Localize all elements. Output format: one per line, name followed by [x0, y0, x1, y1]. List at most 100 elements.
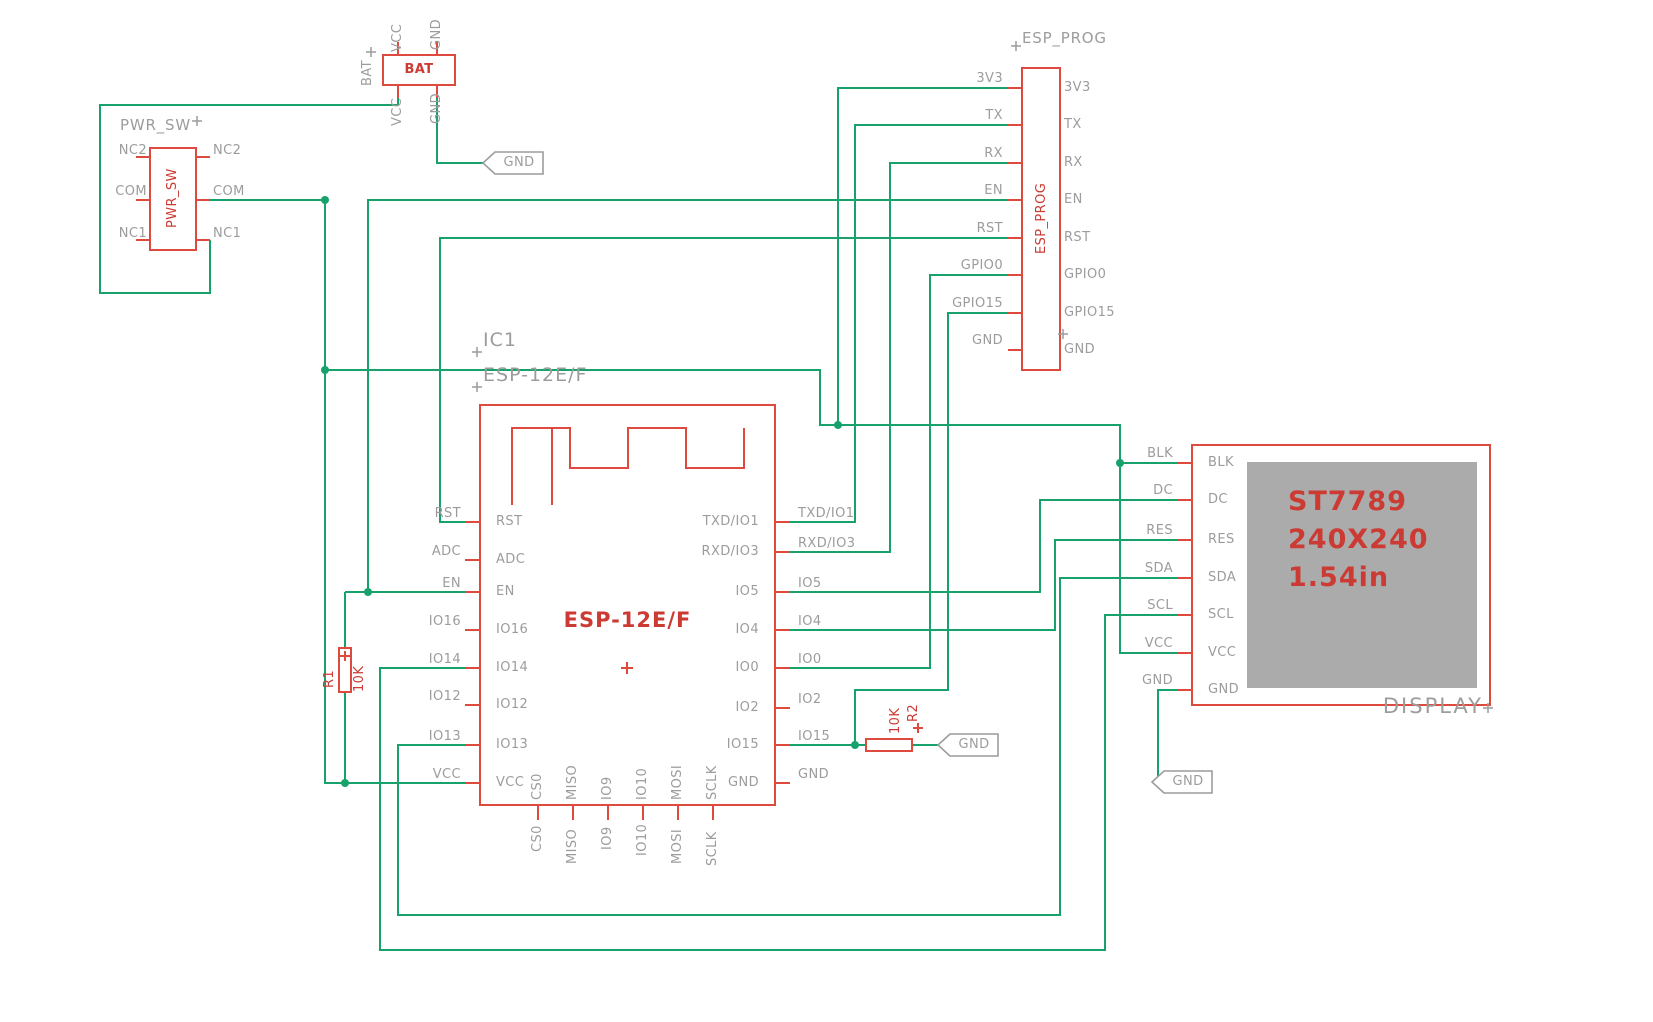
wire-bat-gnd	[436, 98, 483, 164]
display-pin-name: VCC	[1208, 645, 1237, 660]
wire-tx	[790, 124, 1008, 523]
display-body[interactable]	[1191, 444, 1491, 706]
net-label-3v3: 3V3	[976, 71, 1003, 86]
junction-dot	[1116, 459, 1124, 467]
ic1-pin-name: IO0	[735, 660, 759, 675]
ic1-pin-name: RXD/IO3	[701, 544, 759, 559]
ic1-pin-name: SCLK	[705, 765, 720, 800]
net-label-io13: IO13	[428, 729, 461, 744]
gnd-flag-label: GND	[1172, 774, 1204, 789]
net-label-io10: IO10	[635, 823, 650, 856]
gnd-flag-icon	[481, 151, 544, 175]
ic1-component[interactable]	[465, 404, 790, 820]
net-label-res: RES	[1146, 523, 1173, 538]
r2-value: 10K	[888, 707, 903, 734]
wire-bat-vcc	[99, 98, 399, 294]
net-label-io0: IO0	[798, 652, 822, 667]
net-label-txd-io1: TXD/IO1	[798, 506, 855, 521]
display-pin-name: GND	[1208, 682, 1240, 697]
r1-body[interactable]	[338, 647, 352, 693]
ic1-pin-name: IO12	[496, 697, 529, 712]
wire-vcc-main	[324, 200, 465, 784]
junction-dot	[321, 196, 329, 204]
esp-prog-pin-name: GND	[1064, 342, 1096, 357]
net-label-io5: IO5	[798, 576, 822, 591]
gnd-flag-icon	[936, 733, 999, 757]
bat-component[interactable]	[382, 42, 456, 98]
net-label-vcc: VCC	[432, 767, 461, 782]
origin-cross-icon	[1483, 703, 1493, 713]
ic1-pin-name: IO16	[496, 622, 529, 637]
wire-display-gnd	[1152, 689, 1178, 783]
ic1-pin-name: IO14	[496, 660, 529, 675]
ic1-pin-name: IO5	[735, 584, 759, 599]
r2-body[interactable]	[865, 738, 913, 752]
display-screen-line: 1.54in	[1288, 562, 1390, 593]
net-label-io15: IO15	[798, 729, 831, 744]
display-component[interactable]	[1178, 444, 1491, 706]
net-label-mosi: MOSI	[670, 828, 685, 864]
ic1-pin-name: MISO	[565, 764, 580, 800]
ic1-pin-name: EN	[496, 584, 515, 599]
display-pin-name: RES	[1208, 532, 1235, 547]
wire-en-vertical	[367, 199, 1008, 592]
bat-side-label: BAT	[360, 60, 375, 86]
origin-cross-icon	[1058, 329, 1068, 339]
net-label-io2: IO2	[798, 692, 822, 707]
gnd-flags	[481, 151, 1213, 794]
net-label-io12: IO12	[428, 689, 461, 704]
pwr-sw-pin-label: NC2	[213, 143, 242, 158]
r1-component[interactable]	[338, 647, 352, 693]
wire-rx	[790, 162, 1008, 553]
net-label-en: EN	[442, 576, 461, 591]
esp-prog-pin-name: EN	[1064, 192, 1083, 207]
wire-rst	[439, 237, 1008, 523]
net-label-gpio0: GPIO0	[960, 258, 1003, 273]
net-label-gnd: GND	[1141, 673, 1173, 688]
net-label-io9: IO9	[600, 826, 615, 850]
wire-sda	[397, 577, 1178, 916]
r2-ref: R2	[906, 703, 921, 722]
junction-dot	[341, 779, 349, 787]
gnd-flag-icon	[1150, 770, 1213, 794]
r2-origin-cross-icon	[913, 723, 923, 733]
origin-cross-icon	[192, 116, 202, 126]
bat-label: BAT	[404, 62, 434, 77]
esp-prog-pin-name: TX	[1064, 117, 1082, 132]
net-label-blk: BLK	[1147, 446, 1173, 461]
net-label-en: EN	[984, 183, 1003, 198]
junction-dot	[364, 588, 372, 596]
net-label-miso: MISO	[565, 828, 580, 864]
net-label-rst: RST	[434, 506, 461, 521]
bat-pin-label-vcc: VCC	[390, 23, 405, 52]
r2-component[interactable]	[865, 723, 923, 752]
pwr-sw-inner-label: PWR_SW	[165, 168, 180, 228]
display-pin-name: SDA	[1208, 570, 1237, 585]
esp-prog-inner-label: ESP_PROG	[1034, 182, 1049, 254]
esp-prog-body[interactable]	[1021, 67, 1061, 371]
ic1-ref: IC1	[483, 329, 517, 351]
junction-dots	[321, 196, 1124, 787]
ic1-pin-name: TXD/IO1	[702, 514, 759, 529]
ic1-pin-name: IO9	[600, 776, 615, 800]
display-screen	[1247, 462, 1477, 688]
net-label-adc: ADC	[431, 544, 461, 559]
esp-prog-title: ESP_PROG	[1022, 29, 1107, 47]
pwr-sw-pin-label: NC2	[118, 143, 147, 158]
pwr-sw-pin-label: NC1	[118, 226, 147, 241]
ic1-pin-name: GND	[727, 775, 759, 790]
ic1-body[interactable]	[479, 404, 776, 806]
net-label-gnd: GND	[798, 767, 830, 782]
esp-prog-component[interactable]	[1008, 67, 1061, 371]
origin-cross-icon	[366, 47, 376, 57]
wire-3v3	[837, 87, 1008, 425]
net-label-sclk: SCLK	[705, 831, 720, 866]
gnd-flag-label: GND	[958, 737, 990, 752]
r1-value: 10K	[352, 665, 367, 692]
bat-pin-label-gnd: GND	[429, 18, 444, 50]
ic1-pin-name: IO10	[635, 767, 650, 800]
pwr-sw-component[interactable]	[136, 147, 210, 251]
net-label-vcc: VCC	[390, 97, 405, 126]
bat-body[interactable]	[382, 54, 456, 86]
net-label-sda: SDA	[1144, 561, 1173, 576]
